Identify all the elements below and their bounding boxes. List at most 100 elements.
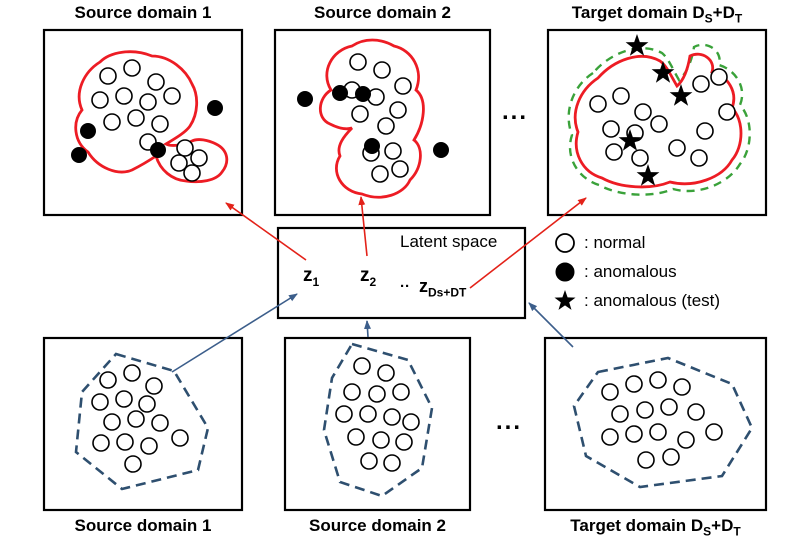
normal-point xyxy=(601,383,619,401)
anomalous-test-star xyxy=(625,34,649,56)
normal-point xyxy=(347,428,365,446)
normal-point xyxy=(625,425,643,443)
latent-z1-label: z1 xyxy=(303,265,319,289)
anomalous-point xyxy=(433,142,449,158)
normal-point xyxy=(371,165,389,183)
normal-point xyxy=(394,77,412,95)
normal-point xyxy=(351,105,369,123)
normal-point xyxy=(91,91,109,109)
text-part: z xyxy=(419,276,428,296)
subscript: S xyxy=(704,11,713,26)
normal-point xyxy=(718,103,736,121)
normal-point xyxy=(368,385,386,403)
normal-point xyxy=(612,87,630,105)
anomalous-point xyxy=(80,123,96,139)
legend-item-normal: : normal xyxy=(553,231,720,255)
normal-point xyxy=(391,160,409,178)
decode-arrow-red xyxy=(358,196,368,257)
title-top-source-domain-1: Source domain 1 xyxy=(44,3,242,23)
normal-point xyxy=(116,433,134,451)
normal-point xyxy=(634,103,652,121)
title-top-source-domain-2: Source domain 2 xyxy=(275,3,490,23)
anomalous-test-star xyxy=(669,84,693,106)
anomalous-test-star xyxy=(651,61,675,83)
normal-point xyxy=(343,383,361,401)
normal-point xyxy=(650,115,668,133)
normal-point xyxy=(383,454,401,472)
legend-label-anomalous: : anomalous xyxy=(584,262,677,281)
normal-point xyxy=(372,431,390,449)
normal-point xyxy=(710,68,728,86)
text-part: z xyxy=(303,265,313,286)
normal-point xyxy=(377,117,395,135)
normal-point xyxy=(124,455,142,473)
top-panel-1 xyxy=(42,28,244,217)
ellipsis-top: ... xyxy=(502,98,529,125)
normal-point xyxy=(91,393,109,411)
normal-point xyxy=(127,109,145,127)
normal-point xyxy=(637,451,655,469)
normal-point xyxy=(127,410,145,428)
normal-point xyxy=(589,95,607,113)
text-part: +D xyxy=(711,516,734,535)
normal-point xyxy=(171,429,189,447)
normal-point xyxy=(170,154,188,172)
legend-label-normal: : normal xyxy=(584,233,646,252)
normal-point xyxy=(353,357,371,375)
normal-point xyxy=(673,378,691,396)
normal-point xyxy=(677,431,695,449)
normal-point xyxy=(668,139,686,157)
subscript: T xyxy=(734,11,743,26)
normal-point xyxy=(103,413,121,431)
normal-point xyxy=(402,413,420,431)
normal-point xyxy=(115,87,133,105)
normal-point xyxy=(687,403,705,421)
anomalous-test-star xyxy=(636,164,660,186)
normal-point xyxy=(139,93,157,111)
decision-boundary-red xyxy=(74,50,229,184)
normal-point xyxy=(190,149,208,167)
data-region-blue-dashed xyxy=(572,356,754,489)
data-region-blue-dashed xyxy=(74,352,210,491)
text-part: Source domain 1 xyxy=(74,3,212,22)
normal-point xyxy=(123,364,141,382)
anomalous-test-star-icon xyxy=(554,290,576,310)
normal-point xyxy=(625,375,643,393)
encode-arrow-blue xyxy=(528,302,574,348)
anomalous-point xyxy=(71,147,87,163)
normal-point xyxy=(349,53,367,71)
normal-point xyxy=(662,448,680,466)
title-bottom-target-domain: Target domain DS+DT xyxy=(545,516,766,538)
normal-point xyxy=(103,113,121,131)
normal-point xyxy=(92,434,110,452)
text-part: Source domain 1 xyxy=(74,516,212,535)
text-part: z xyxy=(360,265,370,286)
subscript: T xyxy=(733,524,741,539)
subscript: 2 xyxy=(369,274,377,289)
text-part: Target domain D xyxy=(570,516,704,535)
normal-point xyxy=(649,371,667,389)
normal-point xyxy=(176,139,194,157)
anomalous-point xyxy=(207,100,223,116)
normal-point xyxy=(392,383,410,401)
normal-point xyxy=(145,377,163,395)
normal-point xyxy=(601,428,619,446)
anomalous-point xyxy=(332,85,348,101)
legend-item-anomalous: : anomalous xyxy=(553,260,720,284)
normal-point xyxy=(631,149,649,167)
normal-point xyxy=(123,59,141,77)
decode-arrow-red xyxy=(225,202,307,261)
panel-frame xyxy=(283,336,472,512)
normal-point xyxy=(183,164,201,182)
encode-arrow-blue xyxy=(171,293,298,373)
text-part: Source domain 2 xyxy=(314,3,451,22)
normal-point xyxy=(611,405,629,423)
top-panel-3 xyxy=(546,28,768,217)
normal-point xyxy=(389,101,407,119)
anomalous-point xyxy=(364,138,380,154)
normal-point xyxy=(692,75,710,93)
encode-arrow-blue xyxy=(364,320,371,338)
subscript: Ds+DT xyxy=(428,285,467,300)
